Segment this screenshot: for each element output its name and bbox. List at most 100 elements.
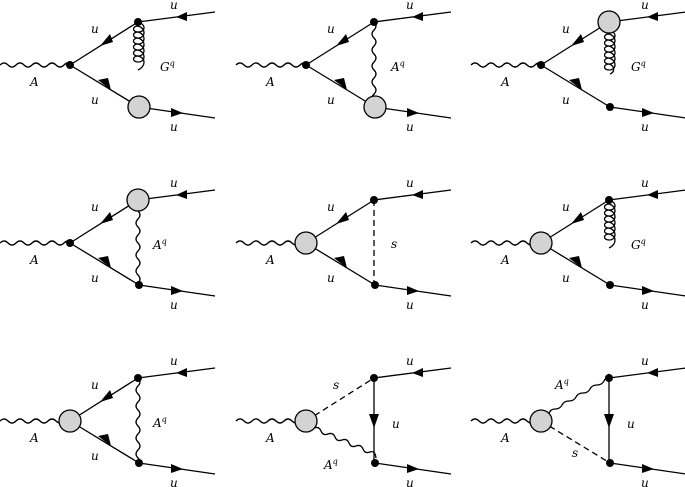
label-G: Gq [631, 237, 646, 252]
arrow-icon [571, 34, 584, 46]
arrow-icon [569, 256, 582, 268]
arrow-icon [642, 108, 654, 117]
label-u: u [406, 120, 414, 134]
arrow-icon [571, 212, 584, 224]
label-u: u [91, 22, 99, 36]
label-u: u [641, 0, 649, 12]
blob-vertex [127, 95, 151, 119]
arrow-icon [98, 256, 111, 268]
label-u: u [91, 449, 99, 463]
vertex-dot [302, 61, 310, 69]
arrow-icon [336, 34, 349, 46]
arrow-icon [407, 108, 419, 117]
label-Aq: Aq [390, 59, 405, 74]
photon-line-upper [548, 373, 610, 415]
arrow-icon [100, 34, 113, 46]
vertex-dot [134, 374, 142, 382]
fermion-line-lower [305, 242, 376, 286]
label-Aq: Aq [152, 237, 167, 252]
vertex-dot [66, 61, 74, 69]
blob-vertex [294, 231, 318, 255]
vertex-dot [605, 374, 613, 382]
vertex-dot [537, 61, 545, 69]
photon-external-line [235, 418, 301, 424]
label-A: A [29, 253, 39, 267]
label-Aq: Aq [323, 457, 338, 472]
label-u: u [170, 176, 178, 190]
label-u: u [406, 0, 414, 12]
diagram-4: A u u Aq u u [0, 176, 216, 312]
label-u: u [392, 417, 400, 431]
arrow-icon [334, 256, 347, 268]
arrow-icon [412, 368, 423, 377]
arrow-icon [569, 78, 582, 90]
label-A: A [265, 253, 275, 267]
scalar-line-upper [305, 377, 375, 422]
diagram-1: A u u Gq u u [0, 0, 216, 134]
label-u: u [170, 298, 178, 312]
label-u: u [641, 120, 649, 134]
photon-line-lower [313, 426, 377, 459]
blob-vertex [294, 409, 318, 433]
label-s: s [333, 378, 339, 392]
gluon-exchange-line [132, 21, 145, 71]
fermion-line-lower [69, 420, 140, 464]
label-u: u [406, 476, 414, 487]
photon-exchange-line [371, 21, 377, 103]
arrow-icon [604, 414, 614, 428]
gluon-exchange-line [603, 199, 616, 249]
photon-external-line [470, 418, 536, 424]
vertex-dot [66, 239, 74, 247]
label-u: u [406, 298, 414, 312]
label-u: u [641, 298, 649, 312]
vertex-dot [606, 459, 614, 467]
label-u: u [91, 200, 99, 214]
label-u: u [627, 417, 635, 431]
label-u: u [641, 476, 649, 487]
arrow-icon [171, 108, 183, 117]
label-u: u [641, 354, 649, 368]
label-u: u [562, 271, 570, 285]
vertex-dot [370, 196, 378, 204]
label-u: u [170, 354, 178, 368]
vertex-dot [370, 18, 378, 26]
label-u: u [327, 271, 335, 285]
scalar-line-lower [540, 420, 611, 464]
photon-external-line [470, 62, 544, 68]
label-s: s [572, 446, 578, 460]
vertex-dot [605, 196, 613, 204]
photon-exchange-line [135, 377, 141, 464]
arrow-icon [369, 414, 379, 428]
arrow-icon [334, 78, 347, 90]
arrow-icon [647, 12, 658, 21]
photon-external-line [235, 240, 301, 246]
photon-external-line [0, 62, 73, 68]
photon-external-line [0, 240, 73, 246]
vertex-dot [135, 459, 143, 467]
label-Aq: Aq [554, 377, 569, 392]
fermion-line-lower [540, 64, 611, 108]
arrow-icon [647, 190, 658, 199]
photon-exchange-line [135, 210, 141, 287]
arrow-icon [407, 464, 419, 473]
photon-external-line [0, 418, 65, 424]
label-u: u [406, 176, 414, 190]
arrow-icon [176, 190, 187, 199]
vertex-dot [606, 103, 614, 111]
label-A: A [265, 75, 275, 89]
label-u: u [170, 476, 178, 487]
diagram-6: A u u Gq u u [470, 176, 685, 312]
arrow-icon [100, 212, 113, 224]
label-u: u [327, 93, 335, 107]
label-u: u [91, 271, 99, 285]
arrow-icon [171, 464, 183, 473]
arrow-icon [412, 190, 423, 199]
arrow-icon [407, 286, 419, 295]
blob-vertex [529, 231, 553, 255]
diagram-2: A u u Aq u u [235, 0, 452, 134]
blob-vertex [363, 95, 387, 119]
arrow-icon [176, 12, 187, 21]
vertex-dot [371, 281, 379, 289]
label-u: u [406, 354, 414, 368]
